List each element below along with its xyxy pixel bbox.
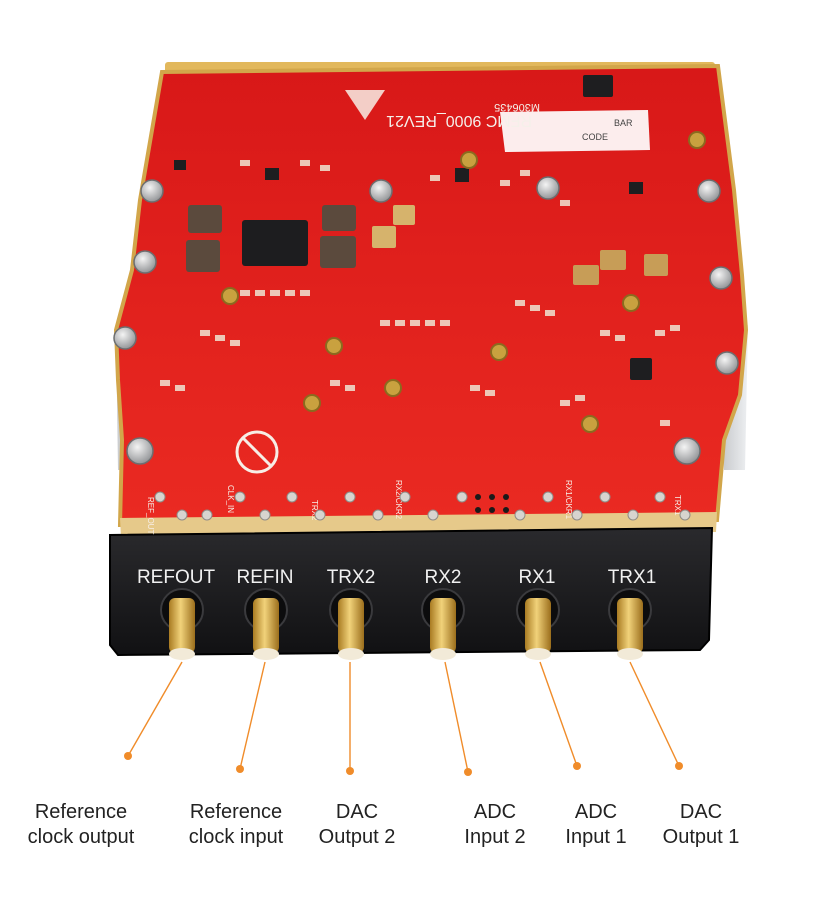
connector-trx2: [329, 588, 373, 660]
caption-line2: Input 2: [464, 826, 526, 848]
smd-parts: [160, 160, 680, 426]
caption-dac-output-2: DAC Output 2: [282, 800, 432, 850]
caption-line2: Output 2: [318, 826, 396, 848]
ic-chip: [583, 75, 613, 97]
panel-label-trx1: TRX1: [608, 567, 657, 588]
board-model-text: RFMC 9000_REV21: [386, 112, 532, 129]
screw-icon: [126, 437, 154, 465]
connector-rx2: [421, 588, 465, 660]
caption-line2: clock input: [188, 826, 284, 848]
leader-dot: [346, 767, 354, 775]
screw-icon: [140, 179, 164, 203]
silk-clkin: CLK_IN: [226, 485, 235, 513]
label-code-text: CODE: [582, 132, 608, 142]
capacitor: [393, 205, 415, 225]
caption-line1: Reference: [34, 801, 128, 823]
pin-row: [154, 491, 691, 521]
gold-vias: [221, 131, 706, 433]
caption-line1: DAC: [679, 801, 723, 823]
leader-dot: [124, 752, 132, 760]
screw-icon: [697, 179, 721, 203]
silk-refout: REF_OUT: [146, 497, 155, 534]
leader-line: [444, 661, 469, 773]
ic-chip: [629, 182, 643, 194]
leader-dot: [236, 765, 244, 773]
connector-trx1: [608, 588, 652, 660]
label-bar-text: BAR: [614, 118, 633, 128]
leader-dot: [573, 762, 581, 770]
pcb-board: [113, 63, 749, 528]
no-symbol-icon: [235, 430, 279, 474]
caption-line1: DAC: [335, 801, 379, 823]
inductor: [320, 236, 356, 268]
caption-adc-input-2: ADC Input 2: [420, 800, 570, 850]
test-pin-cluster: [475, 494, 509, 513]
caption-line2: clock output: [27, 826, 135, 848]
panel-label-refin: REFIN: [237, 567, 294, 588]
silk-trx1: TRX1: [673, 495, 682, 516]
callout-leaders: [124, 661, 683, 776]
silk-trx2: TRX2: [310, 500, 319, 521]
caption-dac-output-1: DAC Output 1: [626, 800, 776, 850]
leader-dot: [464, 768, 472, 776]
caption-line1: ADC: [473, 801, 517, 823]
ic-chip: [265, 168, 279, 180]
screw-icon: [536, 176, 560, 200]
leader-line: [239, 661, 266, 770]
connector-refin: [244, 588, 288, 660]
caption-line1: ADC: [574, 801, 618, 823]
caption-reference-clock-input: Reference clock input: [161, 800, 311, 850]
capacitor: [644, 254, 668, 276]
screws: [113, 176, 739, 465]
leader-line: [539, 661, 578, 767]
ic-chip: [630, 358, 652, 380]
inductor: [188, 205, 222, 233]
screw-icon: [673, 437, 701, 465]
leader-dot: [675, 762, 683, 770]
screw-icon: [369, 179, 393, 203]
screw-icon: [709, 266, 733, 290]
connector-rx1: [516, 588, 560, 660]
capacitor: [573, 265, 599, 285]
main-chip: [242, 220, 308, 266]
panel-label-trx2: TRX2: [327, 567, 376, 588]
caption-reference-clock-output: Reference clock output: [6, 800, 156, 850]
leader-line: [629, 661, 680, 767]
capacitor: [600, 250, 626, 270]
warning-triangle-icon: [345, 90, 385, 120]
board-code-text: M306435: [494, 101, 540, 113]
screw-icon: [133, 250, 157, 274]
screw-icon: [113, 326, 137, 350]
leader-line: [127, 661, 183, 757]
panel-label-rx2: RX2: [425, 567, 462, 588]
panel-label-refout: REFOUT: [137, 567, 216, 588]
board-label: CODE BAR: [500, 110, 650, 152]
caption-line2: Input 1: [565, 826, 627, 848]
pcb-components: [174, 75, 668, 380]
panel-label-rx1: RX1: [519, 567, 556, 588]
silk-rx2: RX2/CKR2: [394, 480, 403, 520]
inductor: [186, 240, 220, 272]
caption-line1: Reference: [189, 801, 283, 823]
connectors: [160, 588, 652, 660]
screw-icon: [715, 351, 739, 375]
caption-adc-input-1: ADC Input 1: [521, 800, 671, 850]
capacitor: [372, 226, 396, 248]
caption-line2: Output 1: [662, 826, 740, 848]
silk-rx1: RX1/CKR1: [564, 480, 573, 520]
ic-chip: [174, 160, 186, 170]
inductor: [322, 205, 356, 231]
ic-chip: [455, 168, 469, 182]
connector-refout: [160, 588, 204, 660]
